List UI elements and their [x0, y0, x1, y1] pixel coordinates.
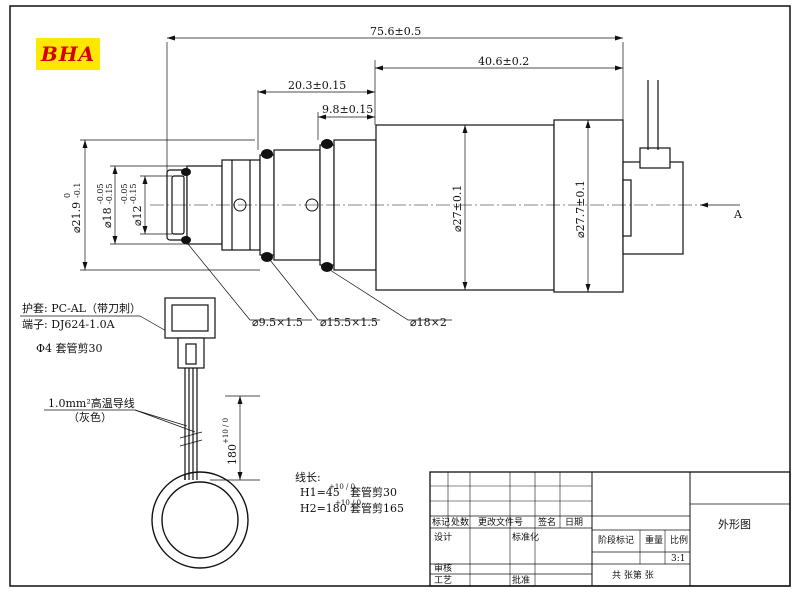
ring-terminal [151, 471, 249, 569]
note-sheath: 护套: PC-AL（带刀刺） [22, 301, 141, 315]
connector-plug [164, 297, 216, 369]
top-dimensions [166, 37, 624, 175]
dim-dia-18: ⌀18 [101, 207, 114, 228]
note-terminal: 端子: DJ624-1.0A [22, 318, 116, 331]
o-rings [181, 139, 333, 272]
dim-oring-large: ⌀18×2 [410, 316, 447, 329]
dim-dia-18-tol-up: -0.05 [96, 183, 105, 204]
dim-mid-length: 20.3±0.15 [288, 79, 346, 92]
note-h2: H2=180 [300, 502, 347, 515]
wire-break [179, 431, 203, 439]
note-leader [139, 315, 169, 333]
brand-logo: BHA [36, 38, 100, 70]
tb-standardize: 标准化 [512, 531, 539, 543]
top-lead-wire [647, 80, 659, 150]
dim-short-length: 9.8±0.15 [322, 103, 373, 116]
lead-length-dim [210, 395, 260, 481]
tb-design: 设计 [434, 531, 452, 543]
tb-weight: 重量 [645, 534, 663, 546]
tb-sign: 签名 [538, 516, 556, 528]
note-line-length-title: 线长: [295, 470, 321, 484]
dim-dia-12-tol-up: -0.05 [120, 183, 129, 204]
tb-count: 处数 [451, 516, 469, 528]
note-wire-color: （灰色） [68, 410, 112, 424]
tb-scale: 3:1 [671, 554, 685, 564]
view-label: A [733, 208, 743, 221]
dim-dia-27-7: ⌀27.7±0.1 [574, 180, 587, 238]
lead-length-arrows [237, 396, 243, 480]
dim-dia-outer-left-tol-dn: -0.1 [73, 183, 82, 198]
dim-oring-small: ⌀9.5×1.5 [252, 316, 303, 329]
note-wire-spec: 1.0mm²高温导线 [48, 396, 135, 410]
dimension-arrows [167, 35, 623, 120]
note-h2-sleeve: 套管剪165 [350, 501, 404, 515]
dim-lead-length-tol: +10 / 0 [222, 418, 230, 444]
note-h1: H1=45 [300, 486, 340, 499]
tb-mark: 标记 [432, 516, 450, 528]
tb-ratio: 比例 [670, 534, 688, 546]
tb-approve: 批准 [512, 574, 530, 586]
dim-lead-length: 180 [226, 444, 239, 465]
dim-dia-outer-left-tol-up: 0 [63, 193, 72, 198]
wire-leader [44, 409, 196, 433]
dim-dia-12-tol-dn: -0.15 [129, 183, 138, 204]
brand-logo-text: BHA [40, 42, 96, 66]
tb-process: 工艺 [434, 575, 452, 586]
tb-sheets: 共 张第 张 [612, 569, 654, 581]
dim-dia-12: ⌀12 [131, 205, 144, 226]
diameter-arrows [82, 120, 591, 292]
tb-drawing-name: 外形图 [718, 518, 751, 531]
o-ring-leaders [187, 243, 452, 321]
diameter-labels: ⌀21.9 0 -0.1 ⌀18 -0.05 -0.15 ⌀12 -0.05 -… [63, 180, 587, 238]
dim-body-length: 40.6±0.2 [478, 55, 529, 68]
wire-break [179, 439, 203, 447]
view-arrow [700, 202, 740, 208]
diameter-dimensions [80, 120, 589, 292]
dim-oring-mid: ⌀15.5×1.5 [320, 316, 378, 329]
dim-dia-27: ⌀27±0.1 [451, 185, 464, 232]
tb-review: 审核 [434, 562, 452, 574]
dim-overall-length: 75.6±0.5 [370, 25, 421, 38]
note-h2-tol: +10 / 0 [335, 499, 361, 507]
dim-dia-18-tol-dn: -0.15 [105, 183, 114, 204]
note-sleeve: Φ4 套管剪30 [36, 341, 103, 355]
tb-change-doc: 更改文件号 [478, 516, 523, 528]
tb-stage-mark: 阶段标记 [598, 534, 634, 546]
lead-wires [184, 368, 198, 480]
note-h1-sleeve: 套管剪30 [350, 485, 397, 499]
dim-dia-outer-left: ⌀21.9 [70, 202, 83, 233]
tb-date: 日期 [565, 517, 583, 528]
drawing-border [9, 5, 791, 587]
note-h1-tol: +10 / 0 [329, 483, 355, 491]
title-block [429, 471, 791, 587]
title-block-text: 标记 处数 更改文件号 签名 日期 设计 标准化 审核 工艺 批准 阶段标记 重… [432, 516, 751, 586]
